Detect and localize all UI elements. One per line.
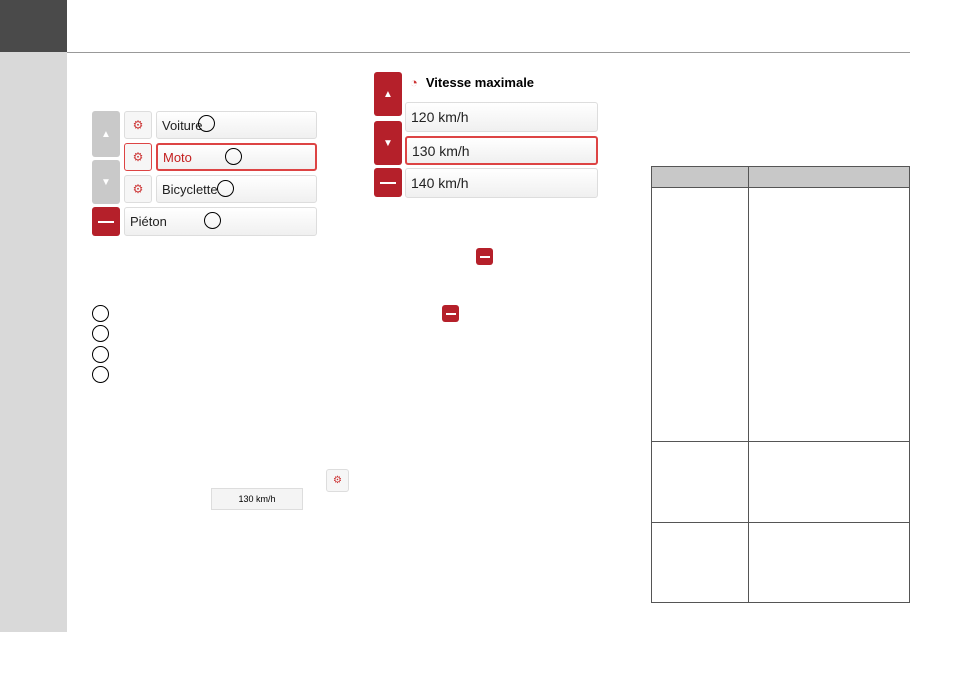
callout-3 — [217, 180, 234, 197]
table-row — [651, 441, 910, 523]
header-divider — [67, 52, 910, 53]
legend-callout-2 — [92, 325, 109, 342]
vehicle-icon: ⚙ — [124, 111, 152, 139]
option-label: 130 km/h — [412, 142, 470, 159]
speed-field-inline: 130 km/h — [211, 488, 303, 510]
legend-callout-3 — [92, 346, 109, 363]
chapter-tab — [0, 0, 67, 52]
table-cell — [748, 522, 910, 603]
speed-menu-title: Vitesse maximale — [425, 75, 535, 90]
table-header-cell — [748, 166, 910, 188]
scroll-down-button[interactable]: ▼ — [92, 160, 120, 204]
table-row — [651, 187, 910, 442]
speed-menu-header: ◔ Vitesse maximale — [410, 75, 534, 90]
down-arrow-icon: ▼ — [383, 137, 393, 149]
speed-option-140[interactable]: 140 km/h — [405, 168, 598, 198]
scroll-down-button[interactable]: ▼ — [374, 121, 402, 165]
back-button-inline — [476, 248, 493, 265]
back-arrow-icon — [479, 255, 490, 258]
back-arrow-icon — [445, 312, 456, 315]
table-cell — [748, 187, 910, 442]
back-button-inline — [442, 305, 459, 322]
down-arrow-icon: ▼ — [101, 176, 111, 188]
scroll-up-button[interactable]: ▲ — [92, 111, 120, 157]
speed-option-120[interactable]: 120 km/h — [405, 102, 598, 132]
option-label: 140 km/h — [411, 175, 469, 191]
option-label: Voiture — [162, 117, 203, 133]
vehicle-option-bicyclette[interactable]: Bicyclette — [156, 175, 317, 203]
speed-option-130[interactable]: 130 km/h — [405, 136, 598, 165]
table-row — [651, 522, 910, 603]
vehicle-option-voiture[interactable]: Voiture — [156, 111, 317, 139]
table-cell — [651, 522, 749, 603]
info-table — [651, 166, 910, 603]
scroll-up-button[interactable]: ▲ — [374, 72, 402, 116]
back-arrow-icon — [380, 181, 396, 184]
vehicle-icon: ⚙ — [124, 143, 152, 171]
back-arrow-icon — [98, 220, 114, 223]
vehicle-icon: ⚙ — [124, 175, 152, 203]
speed-value: 130 km/h — [238, 494, 276, 504]
legend-callout-1 — [92, 305, 109, 322]
option-label: Bicyclette — [162, 181, 218, 197]
up-arrow-icon: ▲ — [383, 88, 393, 100]
table-header-cell — [651, 166, 749, 188]
option-label: Moto — [163, 149, 192, 165]
up-arrow-icon: ▲ — [101, 128, 111, 140]
option-label: 120 km/h — [411, 109, 469, 125]
table-cell — [748, 441, 910, 523]
table-cell — [651, 187, 749, 442]
sidebar — [0, 52, 67, 632]
option-label: Piéton — [130, 214, 167, 229]
callout-1 — [198, 115, 215, 132]
vehicle-icon-inline: ⚙ — [326, 469, 349, 492]
back-button[interactable] — [374, 168, 402, 197]
back-button[interactable] — [92, 207, 120, 236]
speedometer-icon: ◔ — [410, 75, 418, 90]
table-cell — [651, 441, 749, 523]
legend-callout-4 — [92, 366, 109, 383]
callout-2 — [225, 148, 242, 165]
callout-4 — [204, 212, 221, 229]
